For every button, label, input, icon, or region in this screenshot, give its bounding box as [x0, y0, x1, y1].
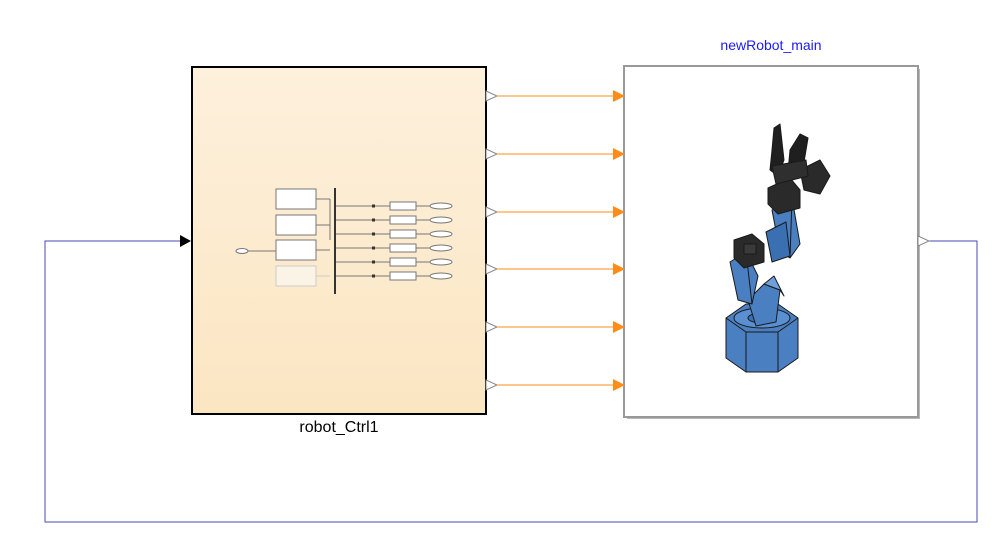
signal-arrowhead — [613, 148, 625, 160]
signal-arrowhead — [613, 206, 625, 218]
robot-output-port[interactable] — [917, 235, 931, 247]
signal-arrowhead — [613, 379, 625, 391]
feedback-line[interactable] — [44, 240, 978, 523]
controller-output-port[interactable] — [485, 148, 499, 160]
signal-arrowhead — [613, 90, 625, 102]
signal-arrowhead — [613, 263, 625, 275]
controller-output-port[interactable] — [485, 321, 499, 333]
feedback-arrowhead — [180, 235, 191, 247]
robot-block-label: newRobot_main — [720, 37, 822, 53]
controller-output-port[interactable] — [485, 90, 499, 102]
controller-block-label: robot_Ctrl1 — [299, 419, 379, 436]
controller-block[interactable] — [191, 66, 487, 415]
controller-output-port[interactable] — [485, 206, 499, 218]
controller-output-port[interactable] — [485, 263, 499, 275]
subsystem-thumbnail-icon — [235, 188, 453, 294]
signal-arrowhead — [613, 321, 625, 333]
controller-output-port[interactable] — [485, 379, 499, 391]
robot-arm-icon — [725, 123, 831, 373]
